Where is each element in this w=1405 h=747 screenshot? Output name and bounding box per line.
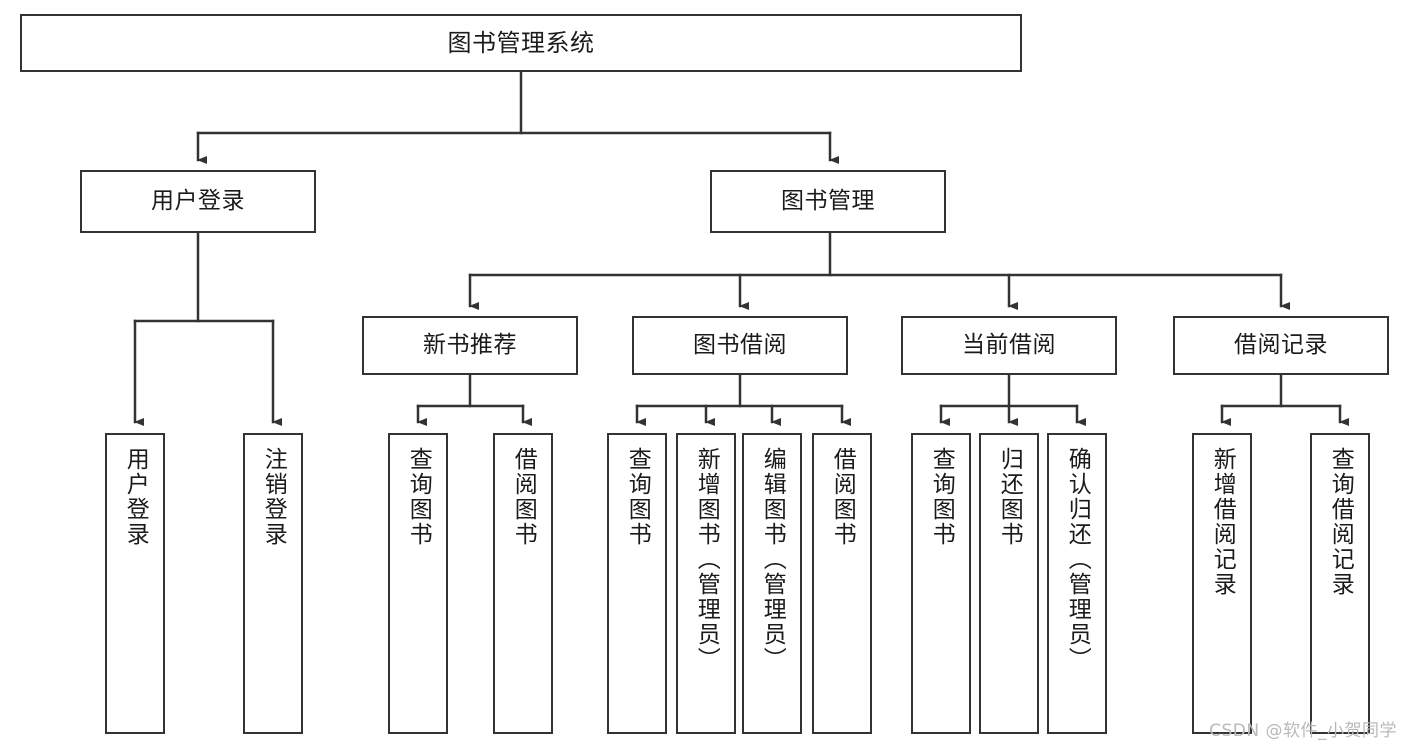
leaf-book-borrow-borrow-books[interactable]: 借阅图书 (812, 433, 872, 734)
node-label: 图书借阅 (693, 331, 787, 358)
node-user-login[interactable]: 用户登录 (80, 170, 316, 233)
node-book-borrowing[interactable]: 图书借阅 (632, 316, 848, 375)
node-label: 图书管理系统 (447, 28, 595, 57)
node-label: 借阅图书 (829, 447, 856, 547)
node-label: 当前借阅 (962, 331, 1056, 358)
node-label: 新增借阅记录 (1209, 447, 1236, 597)
leaf-borrow-record-query-record[interactable]: 查询借阅记录 (1310, 433, 1370, 734)
node-label: 编辑图书（管理员） (759, 447, 786, 672)
node-label: 确认归还（管理员） (1064, 447, 1091, 672)
leaf-book-borrow-add-book-admin[interactable]: 新增图书（管理员） (676, 433, 736, 734)
node-label: 借阅图书 (510, 447, 537, 547)
node-label: 新书推荐 (423, 331, 517, 358)
node-label: 注销登录 (260, 447, 287, 547)
node-label: 用户登录 (151, 187, 245, 214)
leaf-book-borrow-query-books[interactable]: 查询图书 (607, 433, 667, 734)
leaf-current-borrow-return-books[interactable]: 归还图书 (979, 433, 1039, 734)
node-label: 新增图书（管理员） (693, 447, 720, 672)
leaf-new-book-borrow-books[interactable]: 借阅图书 (493, 433, 553, 734)
node-label: 借阅记录 (1234, 331, 1328, 358)
node-current-borrowing[interactable]: 当前借阅 (901, 316, 1117, 375)
node-label: 图书管理 (781, 187, 875, 214)
node-label: 归还图书 (996, 447, 1023, 547)
node-book-management[interactable]: 图书管理 (710, 170, 946, 233)
leaf-user-login-login[interactable]: 用户登录 (105, 433, 165, 734)
leaf-borrow-record-add-record[interactable]: 新增借阅记录 (1192, 433, 1252, 734)
node-root-book-management-system[interactable]: 图书管理系统 (20, 14, 1022, 72)
node-borrowing-record[interactable]: 借阅记录 (1173, 316, 1389, 375)
node-label: 查询借阅记录 (1327, 447, 1354, 597)
node-label: 查询图书 (928, 447, 955, 547)
leaf-new-book-query-books[interactable]: 查询图书 (388, 433, 448, 734)
node-label: 查询图书 (624, 447, 651, 547)
node-label: 查询图书 (405, 447, 432, 547)
leaf-user-login-logout[interactable]: 注销登录 (243, 433, 303, 734)
watermark: CSDN @软件_小贺同学 (1209, 721, 1397, 741)
node-new-book-recommendation[interactable]: 新书推荐 (362, 316, 578, 375)
leaf-book-borrow-edit-book-admin[interactable]: 编辑图书（管理员） (742, 433, 802, 734)
leaf-current-borrow-confirm-return-admin[interactable]: 确认归还（管理员） (1047, 433, 1107, 734)
leaf-current-borrow-query-books[interactable]: 查询图书 (911, 433, 971, 734)
node-label: 用户登录 (122, 447, 149, 547)
